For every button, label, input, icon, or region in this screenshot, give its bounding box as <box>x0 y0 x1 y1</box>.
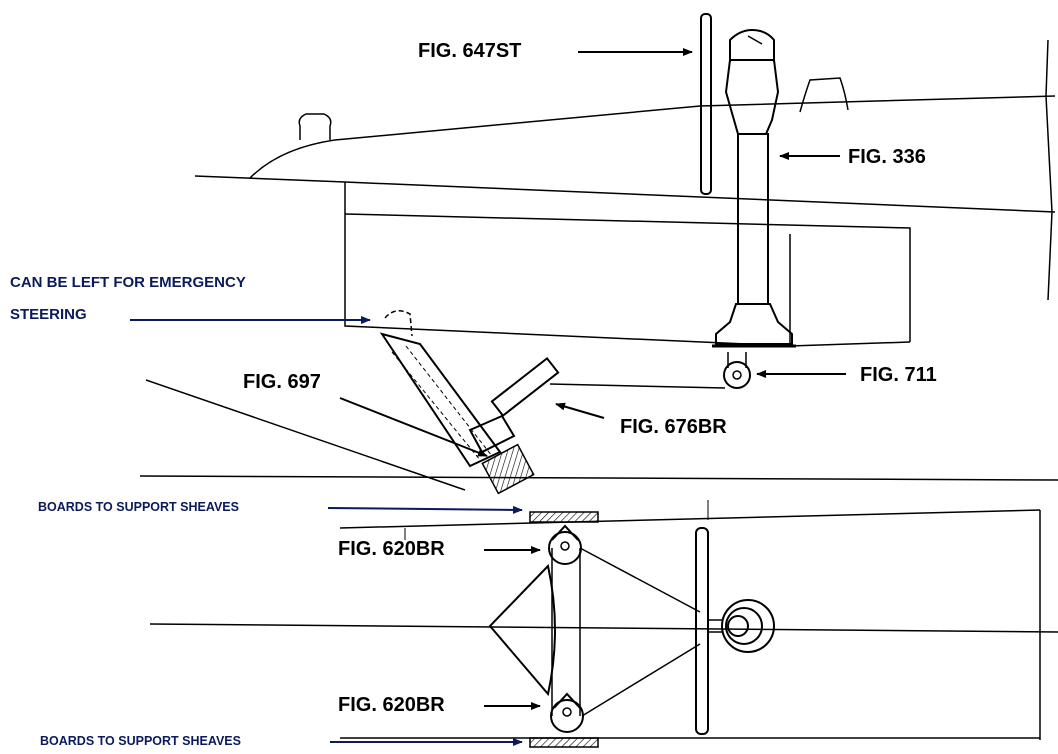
deck-line <box>249 95 1056 179</box>
cockpit-box <box>344 182 791 347</box>
pedestal-column <box>737 133 769 305</box>
cable-plan-upper <box>579 547 701 613</box>
view-divider <box>139 475 1058 481</box>
side-view <box>145 13 1056 495</box>
board-bottom <box>529 737 599 748</box>
cable-side <box>549 383 726 389</box>
plan-hull-top <box>339 509 1041 529</box>
callout-arrows <box>130 48 846 746</box>
rudder-head-dashed <box>384 310 413 337</box>
arrow-676br <box>555 402 605 419</box>
transom-edge <box>1045 39 1053 301</box>
steering-wheel-plan <box>695 527 709 735</box>
pedestal-base <box>715 303 793 345</box>
quadrant-arm <box>490 356 560 418</box>
board-top <box>529 511 599 523</box>
label-fig-336: FIG. 336 <box>848 146 926 168</box>
pedestal-head <box>729 28 775 62</box>
pedestal-bell <box>724 59 780 135</box>
label-emergency-line1: CAN BE LEFT FOR EMERGENCY <box>10 274 246 291</box>
plan-view <box>149 500 1058 748</box>
stern-cleat <box>799 77 849 113</box>
hull-side-line <box>194 175 1056 213</box>
centerline <box>149 623 1058 633</box>
rudder-stock <box>379 332 502 468</box>
cockpit-box-top <box>344 213 911 342</box>
label-emergency-line2: STEERING <box>10 306 87 323</box>
label-fig-711: FIG. 711 <box>860 364 937 386</box>
pedestal-plan <box>708 599 775 653</box>
cable-plan-vertical <box>551 548 581 716</box>
sheave-top <box>548 524 582 565</box>
arrow-boards-top <box>327 505 523 514</box>
label-boards-top: BOARDS TO SUPPORT SHEAVES <box>38 500 239 514</box>
rudder-blade <box>481 443 535 495</box>
arrow-697 <box>339 397 488 457</box>
waterline-diagonal <box>145 379 466 491</box>
steering-wheel-side <box>700 13 712 195</box>
quadrant-plan <box>488 563 556 697</box>
label-boards-bottom: BOARDS TO SUPPORT SHEAVES <box>40 734 241 748</box>
label-fig-620br-top: FIG. 620BR <box>338 538 445 560</box>
label-fig-620br-bottom: FIG. 620BR <box>338 694 445 716</box>
cable-plan-lower <box>581 643 701 717</box>
sheave-711 <box>723 361 751 389</box>
label-fig-697: FIG. 697 <box>243 371 321 393</box>
sheave-bottom <box>550 692 584 733</box>
bow-cleat <box>298 113 332 140</box>
label-fig-647st: FIG. 647ST <box>418 40 522 62</box>
label-fig-676br: FIG. 676BR <box>620 416 727 438</box>
